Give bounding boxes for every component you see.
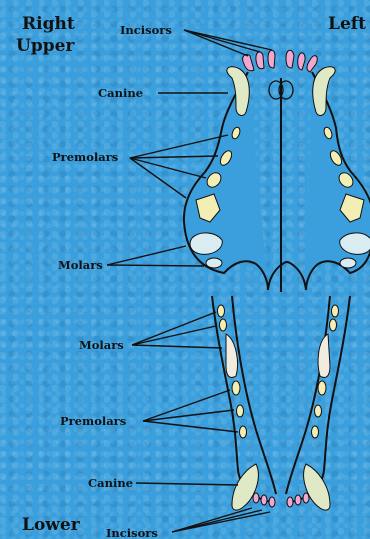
label-lower-canine: Canine xyxy=(88,476,133,490)
upper-incisors xyxy=(243,50,318,72)
label-upper-canine: Canine xyxy=(98,86,143,100)
label-lower-premolars: Premolars xyxy=(60,414,126,428)
lower-incisors xyxy=(253,493,309,507)
label-lower-molars: Molars xyxy=(79,338,124,352)
corner-label-left: Left xyxy=(328,14,366,34)
mandible-inner-right xyxy=(232,296,276,494)
label-upper-incisors: Incisors xyxy=(120,23,172,37)
corner-label-lower: Lower xyxy=(22,515,81,535)
lower-canine-right xyxy=(232,464,258,510)
upper-canine-left xyxy=(313,67,335,116)
corner-label-upper: Upper xyxy=(16,36,75,56)
label-upper-molars: Molars xyxy=(58,258,103,272)
lower-canine-left xyxy=(304,464,330,510)
palate-notch xyxy=(268,262,306,290)
upper-jaw xyxy=(184,50,370,292)
lower-premolars-left xyxy=(312,381,327,438)
upper-molars-right xyxy=(190,233,222,268)
corner-label-right: Right xyxy=(22,14,75,34)
label-upper-premolars: Premolars xyxy=(52,150,118,164)
lower-jaw xyxy=(212,296,350,510)
label-lower-incisors: Incisors xyxy=(106,526,158,539)
